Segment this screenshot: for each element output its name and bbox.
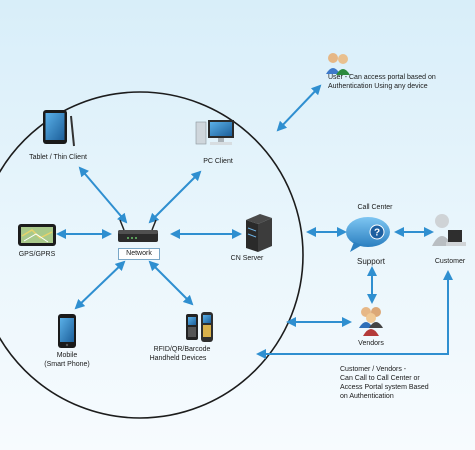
arrow-user [276,84,322,132]
tablet-icon [43,110,75,147]
handheld-icon [186,312,213,342]
customer-label: Customer [434,258,466,265]
mobile-label-line2: (Smart Phone) [44,361,90,368]
svg-text:?: ? [374,228,380,239]
pc-label: PC Client [203,158,233,165]
gps-icon [18,224,56,246]
mobile-icon [58,314,76,348]
server-icon [246,214,272,252]
arrow-tablet [78,166,128,224]
user-label-line1: User - Can access portal based on [328,74,436,81]
cv-label-line4: on Authentication [340,393,394,400]
gps-label: GPS/GPRS [18,251,56,258]
cv-label-line2: Can Call to Call Center or [340,375,420,382]
mobile-label-line1: Mobile [56,352,78,359]
vendors-label: Vendors [358,340,384,347]
call-center-label: Call Center [357,204,393,211]
router-icon [118,219,158,242]
support-bubble-icon: ? [346,217,390,252]
pc-icon [195,120,234,145]
network-label: Network [118,248,160,260]
cn-server-label: CN Server [230,255,264,262]
arrow-pc [148,170,202,224]
customer-icon [432,214,466,246]
vendors-icon [359,307,383,336]
support-label: Support [356,257,386,266]
network-boundary-circle [0,91,304,419]
arrow-mobile [74,260,126,310]
tablet-label: Tablet / Thin Client [29,154,87,161]
cv-label-line3: Access Portal system Based [340,384,429,391]
arrows [56,84,434,327]
cv-label-line1: Customer / Vendors - [340,366,407,373]
rfid-label-line2: Handheld Devices [149,355,207,362]
users-icon [326,53,350,75]
rfid-label-line1: RFID/QR/Barcode [153,346,211,353]
user-label-line2: Authentication Using any device [328,83,428,90]
arrow-handheld [148,260,194,306]
arrow-customer-return [256,272,449,359]
